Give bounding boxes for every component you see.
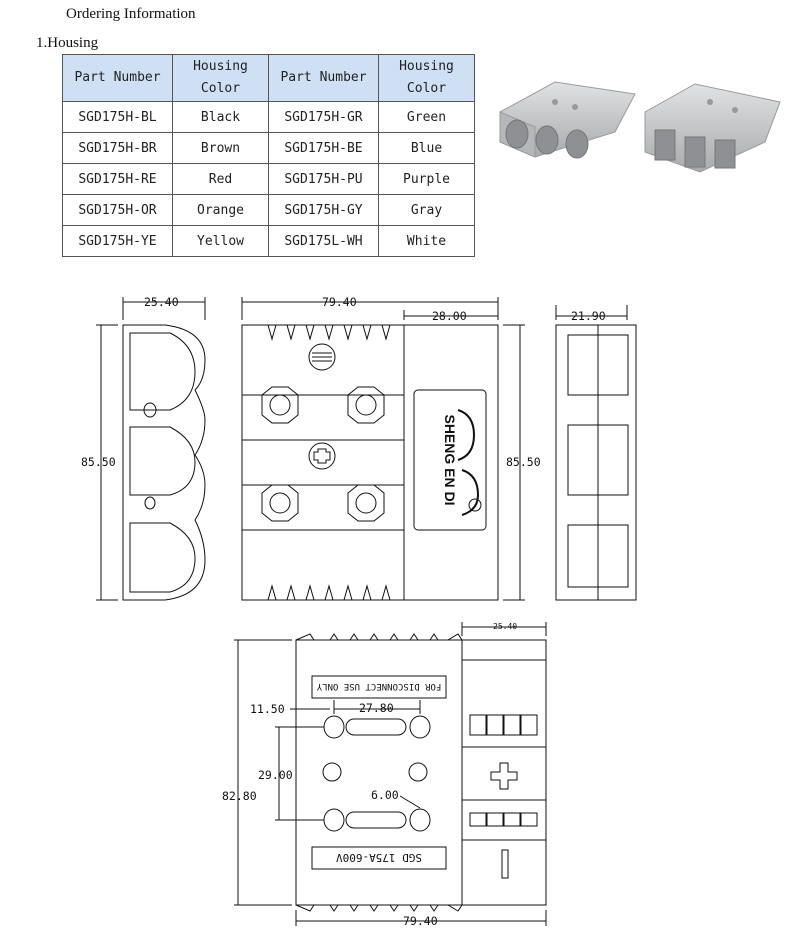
table-cell: SGD175H-BR bbox=[62, 132, 173, 164]
table-cell: Orange bbox=[172, 194, 269, 226]
dim-hole-vertical: 29.00 bbox=[258, 768, 293, 782]
table-row: SGD175H-OR Orange SGD175H-GY Gray bbox=[62, 194, 475, 226]
header-text: Part Number bbox=[280, 70, 367, 85]
dim-hole-diameter: 6.00 bbox=[371, 788, 399, 802]
rating-label: SGD 175A-600V bbox=[336, 851, 422, 864]
top-view bbox=[234, 622, 547, 926]
table-cell: SGD175H-RE bbox=[62, 163, 173, 195]
table-cell: Green bbox=[378, 101, 475, 133]
header-part-number-1: Part Number bbox=[62, 54, 173, 102]
table-row: SGD175H-BR Brown SGD175H-BE Blue bbox=[62, 132, 475, 164]
dim-front-label-width: 28.00 bbox=[432, 309, 467, 323]
table-cell: Blue bbox=[378, 132, 475, 164]
logo-text: SHENG EN DI bbox=[442, 414, 458, 505]
page-title: Ordering Information bbox=[66, 6, 196, 22]
table-cell: SGD175H-OR bbox=[62, 194, 173, 226]
connector-photo bbox=[499, 81, 781, 173]
dim-top-length: 79.40 bbox=[403, 914, 438, 928]
dim-front-height: 85.50 bbox=[506, 455, 541, 469]
table-cell: SGD175H-YE bbox=[62, 225, 173, 257]
dim-hole-spacing: 27.80 bbox=[359, 701, 394, 715]
header-text: Color bbox=[200, 81, 241, 96]
dim-end-width: 21.90 bbox=[571, 309, 606, 323]
dim-top-height: 82.80 bbox=[222, 789, 257, 803]
table-row: SGD175H-RE Red SGD175H-PU Purple bbox=[62, 163, 475, 195]
dim-front-width: 79.40 bbox=[322, 295, 357, 309]
side-view bbox=[96, 297, 206, 601]
table-cell: White bbox=[378, 225, 475, 257]
table-cell: SGD175H-GR bbox=[268, 101, 379, 133]
section-heading: 1.Housing bbox=[36, 35, 99, 51]
dim-side-height: 85.50 bbox=[81, 455, 116, 469]
table-cell: SGD175H-BL bbox=[62, 101, 173, 133]
table-cell: Brown bbox=[172, 132, 269, 164]
header-text: Color bbox=[406, 81, 447, 96]
header-text: Housing bbox=[399, 59, 454, 74]
header-text: Housing bbox=[193, 59, 248, 74]
table-cell: Gray bbox=[378, 194, 475, 226]
header-part-number-2: Part Number bbox=[268, 54, 379, 102]
front-view bbox=[241, 297, 525, 601]
header-text: Part Number bbox=[74, 70, 161, 85]
dim-top-width: 25.40 bbox=[493, 622, 517, 631]
dim-side-width: 25.40 bbox=[144, 295, 179, 309]
warning-label: FOR DISCONNECT USE ONLY bbox=[316, 681, 441, 691]
table-cell: SGD175L-WH bbox=[268, 225, 379, 257]
table-cell: SGD175H-GY bbox=[268, 194, 379, 226]
table-row: SGD175H-YE Yellow SGD175L-WH White bbox=[62, 225, 475, 257]
table-cell: Yellow bbox=[172, 225, 269, 257]
dim-hole-offset: 11.50 bbox=[250, 702, 285, 716]
end-view bbox=[555, 305, 637, 601]
table-row: SGD175H-BL Black SGD175H-GR Green bbox=[62, 101, 475, 133]
logo-icon bbox=[457, 409, 482, 516]
table-cell: SGD175H-BE bbox=[268, 132, 379, 164]
